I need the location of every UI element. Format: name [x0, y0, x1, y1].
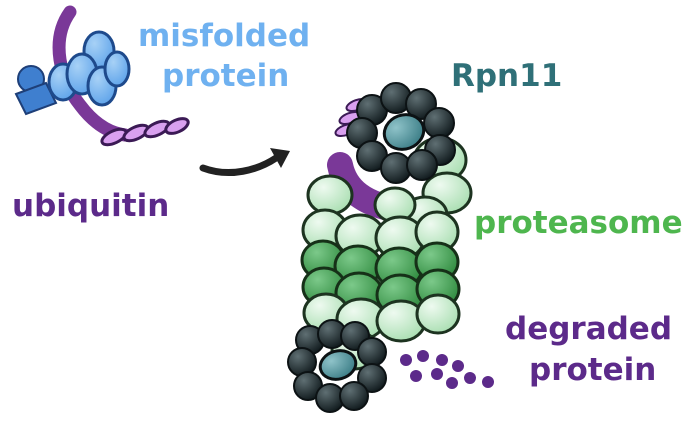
- degraded-label: degraded: [505, 311, 673, 347]
- misfolded-protein-illustration: [14, 5, 190, 147]
- proteasome-illustration: [287, 82, 473, 413]
- rpn11-label: Rpn11: [451, 58, 563, 94]
- degraded-fragments: [400, 350, 494, 389]
- core-ring-1: [301, 208, 460, 261]
- rpn11-cap-cluster: [346, 82, 456, 184]
- degraded-protein-label: protein: [529, 352, 657, 388]
- bottom-cap-cluster: [287, 319, 387, 413]
- process-arrow: [199, 148, 290, 177]
- ubiquitin-label: ubiquitin: [12, 188, 170, 224]
- misfolded-protein-label: protein: [162, 58, 290, 94]
- misfolded-label: misfolded: [138, 18, 311, 54]
- proteasome-label: proteasome: [474, 205, 683, 241]
